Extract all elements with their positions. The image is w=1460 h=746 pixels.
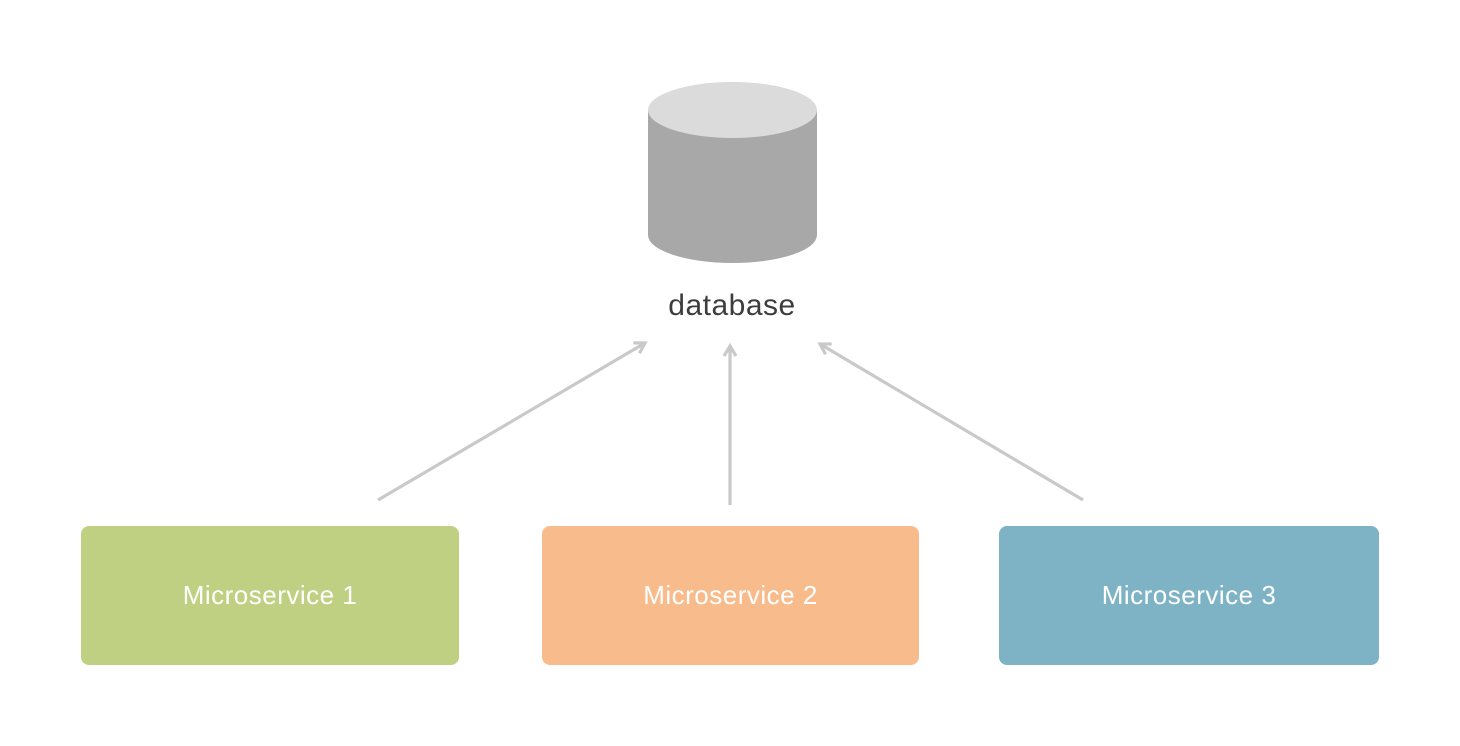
arrow-microservice-3-to-database xyxy=(817,342,1084,502)
database-cylinder-icon xyxy=(648,82,817,263)
service-node-microservice-3: Microservice 3 xyxy=(999,526,1379,665)
service-node-microservice-2: Microservice 2 xyxy=(542,526,919,665)
service-node-label: Microservice 2 xyxy=(643,580,818,610)
database-label: database xyxy=(668,289,796,322)
database-cylinder-body xyxy=(648,110,817,263)
arrows-group xyxy=(377,341,1084,505)
service-node-label: Microservice 1 xyxy=(182,580,358,610)
service-node-label: Microservice 3 xyxy=(1101,580,1277,610)
arrow-microservice-1-to-database xyxy=(377,341,648,502)
database-cylinder-top xyxy=(648,82,817,138)
service-node-microservice-1: Microservice 1 xyxy=(81,526,459,665)
